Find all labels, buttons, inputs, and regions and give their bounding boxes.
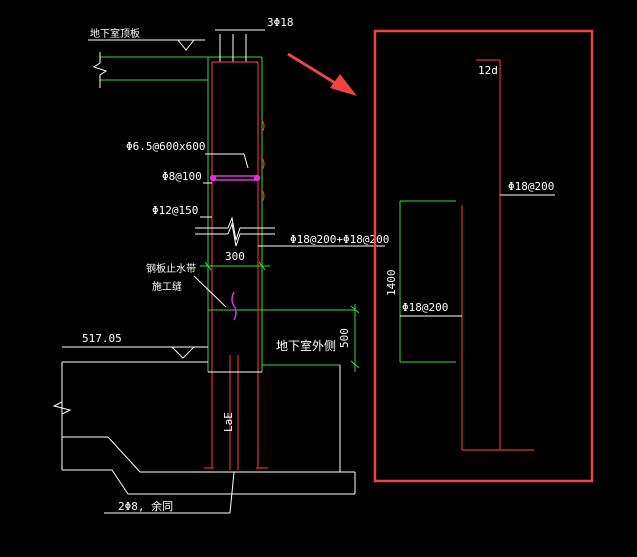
wall-vertical-rebars — [204, 61, 268, 470]
foundation-outline — [61, 361, 356, 495]
waterstop-height-label: 500 — [338, 328, 351, 348]
basement-exterior-label: 地下室外侧 — [276, 338, 336, 353]
waterstop-plate — [231, 291, 237, 321]
detail-right-bar-label: Φ18@200 — [508, 180, 554, 193]
pointer-arrow — [287, 52, 357, 96]
slab-break-symbol — [92, 52, 108, 88]
tie-bars-leader-drop — [243, 153, 249, 169]
detail-left-bar — [461, 205, 500, 451]
waterstop-dimension — [350, 304, 360, 372]
detail-panel: 12d Φ18@200 1400 Φ18@200 — [373, 29, 594, 483]
tie-bars — [209, 174, 261, 182]
vertical-bars-label: Φ18@200+Φ18@200 — [290, 233, 389, 246]
wall-thickness-dimension — [200, 261, 270, 271]
waterstop-label-1: 钢板止水带 — [146, 262, 196, 275]
elevation-marker — [170, 346, 196, 359]
anchorage-label: LaE — [222, 412, 235, 432]
wall-outline — [207, 57, 355, 372]
wall-break-symbol — [195, 216, 275, 247]
roof-level-marker — [176, 39, 196, 51]
elevation-label: 517.05 — [82, 332, 122, 345]
foundation-break-symbol — [52, 395, 72, 420]
highlight-box — [373, 29, 594, 483]
top-bars-label: 3Φ18 — [267, 16, 294, 29]
wall-section: 地下室顶板 3Φ18 — [52, 16, 389, 514]
detail-left-bar-label: Φ18@200 — [402, 301, 448, 314]
detail-right-bar — [476, 59, 534, 451]
wall-thickness-label: 300 — [225, 250, 245, 263]
waterstop-label-2: 施工缝 — [152, 280, 182, 293]
horizontal-bars-12-label: Φ12@150 — [152, 204, 198, 217]
roof-slab-outline — [100, 56, 262, 81]
basement-roof-label: 地下室顶板 — [90, 27, 140, 40]
hook-length-label: 12d — [478, 64, 498, 77]
bottom-bars-leader — [229, 471, 235, 514]
horizontal-bars-8-label: Φ8@100 — [162, 170, 202, 183]
waterstop-leader — [193, 275, 227, 308]
tie-bars-label: Φ6.5@600x600 — [126, 140, 205, 153]
lap-length-label: 1400 — [385, 270, 398, 297]
bottom-bars-label: 2Φ8, 余同 — [118, 499, 173, 513]
lap-length-dimension — [399, 200, 456, 363]
